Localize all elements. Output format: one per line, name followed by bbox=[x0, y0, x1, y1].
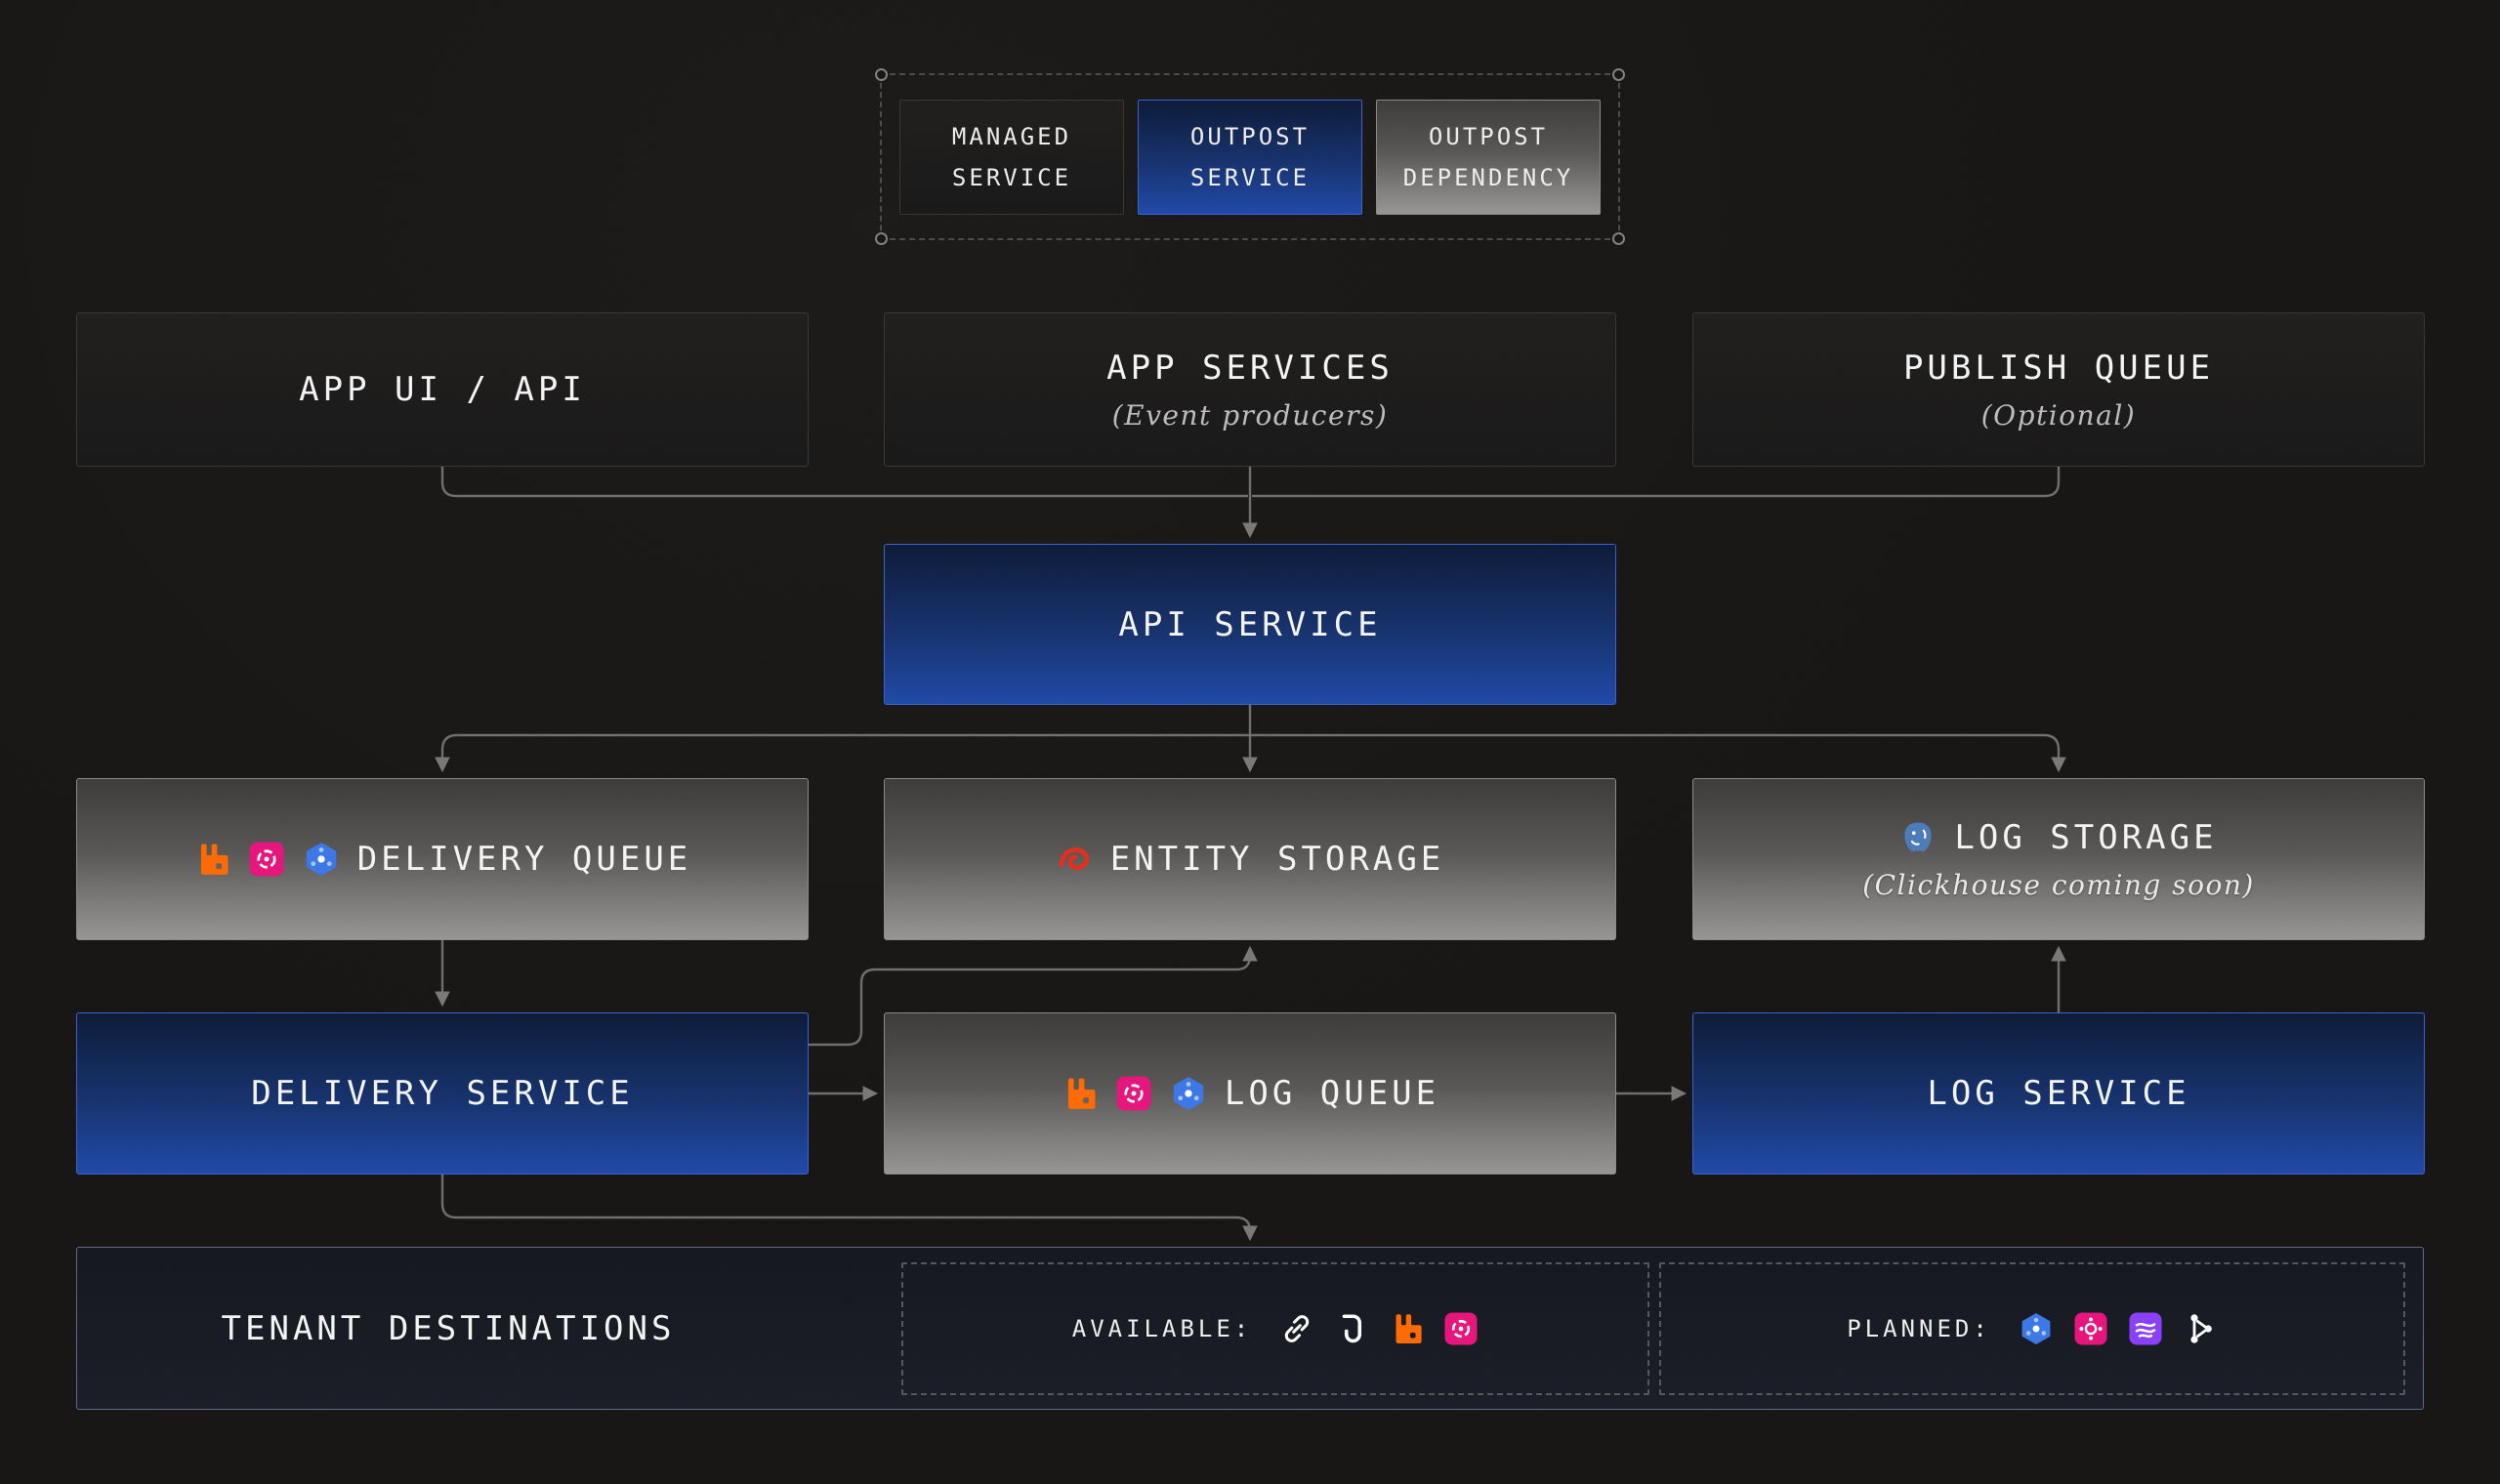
api-service-title: API SERVICE bbox=[1118, 604, 1382, 644]
node-entity-storage: ENTITY STORAGE bbox=[884, 778, 1616, 940]
rabbitmq-icon bbox=[1061, 1075, 1098, 1112]
node-log-service: LOG SERVICE bbox=[1692, 1012, 2425, 1175]
legend-outpost-dependency: OUTPOST DEPENDENCY bbox=[1376, 99, 1601, 215]
node-delivery-queue: DELIVERY QUEUE bbox=[76, 778, 809, 940]
redis-icon bbox=[1056, 841, 1093, 878]
log-service-title: LOG SERVICE bbox=[1927, 1074, 2190, 1113]
log-storage-subtitle: (Clickhouse coming soon) bbox=[1862, 868, 2255, 901]
tenant-destinations-title: TENANT DESTINATIONS bbox=[221, 1308, 676, 1348]
entity-storage-title: ENTITY STORAGE bbox=[1109, 840, 1445, 879]
app-ui-api-title: APP UI / API bbox=[299, 370, 586, 409]
node-api-service: API SERVICE bbox=[884, 544, 1616, 705]
pubsub-icon bbox=[1170, 1075, 1207, 1112]
legend-outpost-service: OUTPOST SERVICE bbox=[1138, 99, 1362, 215]
sqs-icon bbox=[248, 841, 285, 878]
node-tenant-destinations: TENANT DESTINATIONS AVAILABLE: PLANNED: bbox=[76, 1247, 2424, 1410]
planned-label: PLANNED: bbox=[1847, 1315, 1991, 1342]
sns-icon bbox=[2073, 1311, 2108, 1346]
kafka-icon bbox=[2183, 1311, 2218, 1346]
app-services-subtitle: (Event producers) bbox=[1111, 398, 1389, 432]
legend-managed-service-label: MANAGED SERVICE bbox=[951, 122, 1072, 191]
node-app-ui-api: APP UI / API bbox=[76, 312, 809, 467]
sqs-icon bbox=[1115, 1075, 1152, 1112]
node-delivery-service: DELIVERY SERVICE bbox=[76, 1012, 809, 1175]
legend-corner-dot bbox=[875, 232, 888, 245]
hookdeck-icon bbox=[1334, 1311, 1369, 1346]
publish-queue-title: PUBLISH QUEUE bbox=[1902, 348, 2215, 388]
delivery-service-title: DELIVERY SERVICE bbox=[251, 1074, 634, 1113]
node-app-services: APP SERVICES (Event producers) bbox=[884, 312, 1616, 467]
available-destinations-zone: AVAILABLE: bbox=[901, 1262, 1649, 1395]
app-services-title: APP SERVICES bbox=[1106, 348, 1394, 388]
rabbitmq-icon bbox=[1389, 1311, 1424, 1346]
available-label: AVAILABLE: bbox=[1071, 1315, 1253, 1342]
legend-corner-dot bbox=[1612, 232, 1625, 245]
log-queue-title: LOG QUEUE bbox=[1224, 1074, 1440, 1113]
pubsub-icon bbox=[303, 841, 340, 878]
node-log-storage: LOG STORAGE (Clickhouse coming soon) bbox=[1692, 778, 2425, 940]
sqs-icon bbox=[1443, 1311, 1479, 1346]
log-storage-title: LOG STORAGE bbox=[1954, 817, 2218, 857]
legend: MANAGED SERVICE OUTPOST SERVICE OUTPOST … bbox=[875, 68, 1625, 245]
postgresql-icon bbox=[1899, 819, 1937, 856]
delivery-queue-title: DELIVERY QUEUE bbox=[356, 840, 692, 879]
planned-destinations-zone: PLANNED: bbox=[1659, 1262, 2405, 1395]
legend-outpost-dependency-label: OUTPOST DEPENDENCY bbox=[1402, 122, 1574, 191]
pubsub-icon bbox=[2019, 1311, 2054, 1346]
eventhubs-icon bbox=[2128, 1311, 2163, 1346]
rabbitmq-icon bbox=[193, 841, 230, 878]
legend-corner-dot bbox=[1612, 68, 1625, 81]
legend-corner-dot bbox=[875, 68, 888, 81]
publish-queue-subtitle: (Optional) bbox=[1980, 398, 2137, 432]
legend-outpost-service-label: OUTPOST SERVICE bbox=[1189, 122, 1311, 191]
node-publish-queue: PUBLISH QUEUE (Optional) bbox=[1692, 312, 2425, 467]
legend-managed-service: MANAGED SERVICE bbox=[899, 99, 1124, 215]
link-icon bbox=[1279, 1311, 1314, 1346]
node-log-queue: LOG QUEUE bbox=[884, 1012, 1616, 1175]
